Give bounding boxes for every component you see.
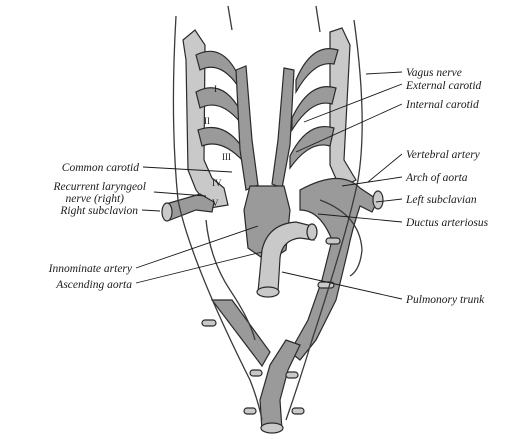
label-innominate-artery: Innominate artery [48, 263, 133, 275]
left-descending-branch [212, 300, 270, 366]
label-arch-of-aorta: Arch of aorta [405, 172, 468, 184]
left-subclavian-cut [373, 191, 383, 209]
arch-numeral-iii: III [222, 152, 231, 162]
label-ascending-aorta: Ascending aorta [55, 279, 132, 291]
label-recurrent-laryngeal-line1: Recurrent laryngeol [52, 181, 146, 193]
ductus-cut [307, 224, 317, 240]
label-pulmonary-trunk: Pulmonory trunk [405, 294, 485, 306]
pulmonary-trunk-cut [257, 287, 279, 297]
label-left-subclavian: Left subclavian [405, 194, 477, 206]
labels-right: Vagus nerve External carotid Internal ca… [405, 67, 489, 306]
right-subclavian-vessel [166, 194, 214, 220]
arch-numeral-v: V [212, 198, 219, 208]
label-right-subclavian: Right subclavion [59, 205, 138, 217]
arch-numeral-ii: II [204, 116, 210, 126]
label-external-carotid: External carotid [405, 80, 482, 92]
label-vertebral-artery: Vertebral artery [406, 149, 481, 161]
right-arch-system [272, 28, 356, 188]
labels-left: Common carotid Recurrent laryngeol nerve… [48, 162, 146, 291]
arch-numeral-i: I [214, 84, 217, 94]
arch-numeral-iv: IV [212, 178, 222, 188]
descending-aorta-cut [261, 423, 283, 433]
label-ductus-arteriosus: Ductus arteriosus [405, 217, 489, 229]
right-subclavian-cut [162, 203, 172, 221]
label-internal-carotid: Internal carotid [405, 99, 479, 111]
label-vagus-nerve: Vagus nerve [406, 67, 462, 79]
label-common-carotid: Common carotid [62, 162, 139, 174]
label-recurrent-laryngeal-line2: nerve (right) [66, 193, 125, 205]
